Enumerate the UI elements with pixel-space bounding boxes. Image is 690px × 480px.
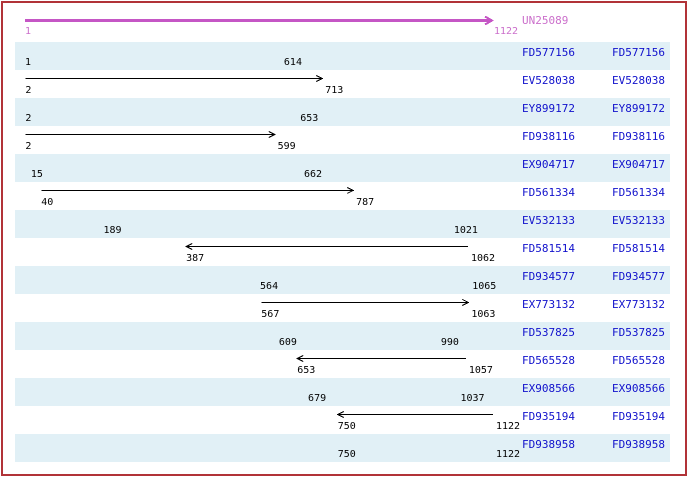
range-start-label: 40	[41, 197, 54, 208]
range-end-label: 614	[283, 57, 302, 68]
accession-link-secondary[interactable]: FD561334	[612, 186, 665, 199]
range-start-label: 679	[308, 393, 327, 404]
accession-link[interactable]: FD537825	[522, 326, 575, 339]
alignment-row: 1 614 FD577156 FD577156	[3, 42, 685, 70]
range-start-label: 609	[278, 337, 297, 348]
alignment-row: 387 1062 FD581514 FD581514	[3, 238, 685, 266]
row-band	[15, 378, 670, 406]
accession-link[interactable]: EX773132	[522, 298, 575, 311]
accession-link-secondary[interactable]: FD577156	[612, 46, 665, 59]
range-end-label: 1062	[470, 253, 496, 264]
alignment-row: 2 653 EY899172 EY899172	[3, 98, 685, 126]
range-start-label: 2	[25, 113, 32, 124]
alignment-row: 609 990 FD537825 FD537825	[3, 322, 685, 350]
range-start-label: 750	[337, 421, 356, 432]
range-end-label: 1021	[453, 225, 478, 236]
range-start-label: 387	[186, 253, 205, 264]
accession-link[interactable]: EY899172	[522, 102, 575, 115]
accession-link-secondary[interactable]: FD565528	[612, 354, 665, 367]
accession-link[interactable]: FD935194	[522, 410, 575, 423]
accession-link-secondary[interactable]: FD938958	[612, 438, 665, 451]
range-start-label: 653	[297, 365, 316, 376]
accession-link[interactable]: EX908566	[522, 382, 575, 395]
range-end-label: 599	[277, 141, 296, 152]
range-end-label: 653	[300, 113, 319, 124]
range-end-label: 662	[303, 169, 323, 180]
range-end-label: 1063	[471, 309, 496, 320]
accession-link[interactable]: FD561334	[522, 186, 575, 199]
accession-link[interactable]: EV532133	[522, 214, 575, 227]
alignment-row: 2 599 FD938116 FD938116	[3, 126, 685, 154]
range-end-label: 1122	[496, 421, 521, 432]
reference-end-label: 1122	[494, 26, 519, 37]
alignment-row: 189 1021 EV532133 EV532133	[3, 210, 685, 238]
accession-link[interactable]: FD565528	[522, 354, 575, 367]
range-start-label: 189	[103, 225, 122, 236]
row-band	[15, 266, 670, 294]
range-start-label: 2	[25, 141, 32, 152]
accession-link[interactable]: FD938958	[522, 438, 575, 451]
row-band	[15, 434, 670, 462]
range-end-label: 713	[325, 85, 344, 96]
range-start-label: 750	[337, 449, 356, 460]
reference-id-label: UN25089	[522, 14, 569, 27]
range-end-label: 1057	[468, 365, 493, 376]
range-end-label: 1037	[460, 393, 485, 404]
accession-link-secondary[interactable]: EY899172	[612, 102, 665, 115]
accession-link-secondary[interactable]: FD537825	[612, 326, 665, 339]
accession-link-secondary[interactable]: EV532133	[612, 214, 665, 227]
accession-link-secondary[interactable]: EX773132	[612, 298, 665, 311]
accession-link[interactable]: EX904717	[522, 158, 575, 171]
alignment-row: 567 1063 EX773132 EX773132	[3, 294, 685, 322]
accession-link[interactable]: FD581514	[522, 242, 575, 255]
accession-link-secondary[interactable]: FD581514	[612, 242, 665, 255]
range-start-label: 567	[261, 309, 280, 320]
alignment-row: 15 662 EX904717 EX904717	[3, 154, 685, 182]
accession-link-secondary[interactable]: FD935194	[612, 410, 665, 423]
row-band	[15, 154, 670, 182]
alignment-row: 2 713 EV528038 EV528038	[3, 70, 685, 98]
range-start-label: 2	[25, 85, 32, 96]
accession-link[interactable]: FD938116	[522, 130, 575, 143]
accession-link-secondary[interactable]: EX908566	[612, 382, 665, 395]
range-end-label: 990	[440, 337, 459, 348]
alignment-row: 40 787 FD561334 FD561334	[3, 182, 685, 210]
accession-link-secondary[interactable]: EX904717	[612, 158, 665, 171]
range-end-label: 1122	[496, 449, 521, 460]
row-band	[15, 210, 670, 238]
accession-link-secondary[interactable]: FD934577	[612, 270, 665, 283]
range-start-label: 15	[30, 169, 43, 180]
range-end-label: 787	[356, 197, 375, 208]
reference-arrow-head	[484, 15, 495, 26]
range-start-label: 1	[25, 57, 32, 68]
alignment-row: 653 1057 FD565528 FD565528	[3, 350, 685, 378]
accession-link-secondary[interactable]: FD938116	[612, 130, 665, 143]
reference-start-label: 1	[25, 26, 32, 37]
accession-link[interactable]: EV528038	[522, 74, 575, 87]
accession-link[interactable]: FD577156	[522, 46, 575, 59]
accession-link-secondary[interactable]: EV528038	[612, 74, 665, 87]
alignment-row: 564 1065 FD934577 FD934577	[3, 266, 685, 294]
row-band	[15, 98, 670, 126]
range-start-label: 564	[260, 281, 279, 292]
range-end-label: 1065	[472, 281, 497, 292]
alignment-row: 679 1037 EX908566 EX908566	[3, 378, 685, 406]
row-band	[15, 42, 670, 70]
row-band	[15, 322, 670, 350]
accession-link[interactable]: FD934577	[522, 270, 575, 283]
